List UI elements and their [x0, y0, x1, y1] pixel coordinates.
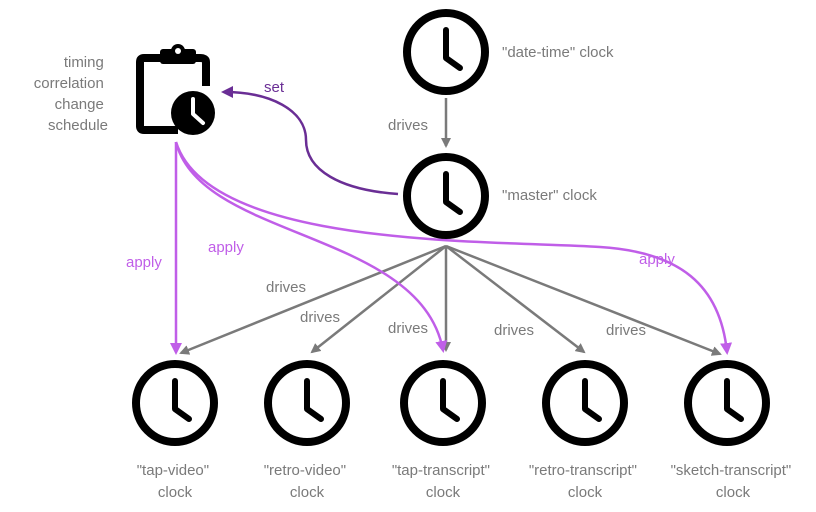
- edge-apply-sketch-transcript: [174, 141, 733, 355]
- apply-label-tap-transcript: apply: [208, 239, 244, 256]
- date-time-clock-icon: [403, 9, 489, 95]
- apply-label-tap-video: apply: [126, 254, 162, 271]
- drives-label-sketch-transcript: drives: [606, 322, 646, 339]
- edge-master-to-retro-transcript: [445, 245, 586, 354]
- drives-label-retro-transcript: drives: [494, 322, 534, 339]
- drives-label-tap-video: drives: [266, 279, 306, 296]
- master-clock-label: "master" clock: [502, 187, 597, 204]
- set-label: set: [264, 79, 285, 96]
- retro-video-clock-icon: [264, 360, 350, 446]
- retro-transcript-clock-icon: [542, 360, 628, 446]
- tap-video-clock-icon: [132, 360, 218, 446]
- apply-label-sketch-transcript: apply: [639, 251, 675, 268]
- drives-label-tap-transcript: drives: [388, 320, 428, 337]
- edge-apply-tap-transcript: [174, 141, 448, 353]
- retro-video-clock-label: "retro-video" clock: [264, 462, 351, 501]
- date-time-clock-label: "date-time" clock: [502, 44, 614, 61]
- sketch-transcript-clock-icon: [684, 360, 770, 446]
- edge-set-master-to-schedule: [221, 86, 399, 196]
- clipboard-clock-icon: [136, 44, 215, 135]
- drives-label-retro-video: drives: [300, 309, 340, 326]
- tap-video-clock-label: "tap-video" clock: [137, 462, 214, 501]
- tap-transcript-clock-icon: [400, 360, 486, 446]
- drives-label-top: drives: [388, 117, 428, 134]
- edge-master-to-sketch-transcript: [445, 244, 722, 356]
- edge-master-to-retro-video: [310, 245, 447, 354]
- edge-master-to-tap-video: [179, 244, 447, 355]
- tap-transcript-clock-label: "tap-transcript" clock: [392, 462, 494, 501]
- retro-transcript-clock-label: "retro-transcript" clock: [529, 462, 641, 501]
- schedule-label: timing correlation change schedule: [34, 54, 108, 134]
- sketch-transcript-clock-label: "sketch-transcript" clock: [671, 462, 796, 501]
- master-clock-icon: [403, 153, 489, 239]
